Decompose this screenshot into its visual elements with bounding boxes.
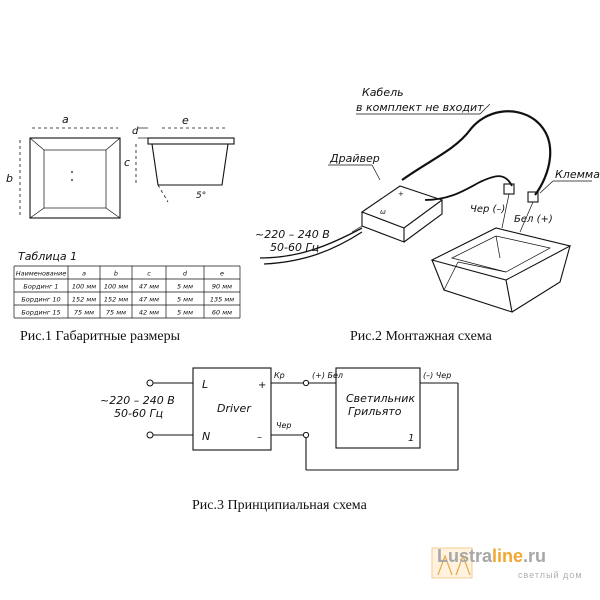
brand-ru: .ru — [523, 546, 546, 566]
fig2-frequency: 50-60 Гц — [270, 241, 319, 254]
dim-c-label: c — [124, 156, 130, 169]
angle-label: 5° — [196, 191, 206, 201]
table-cell: 47 мм — [139, 296, 159, 304]
plus-bel-label: (+) Бел — [312, 371, 343, 380]
fig3-voltage: ~220 – 240 В — [100, 394, 175, 407]
fig2-voltage: ~220 – 240 В — [255, 228, 330, 241]
table-cell: 75 мм — [74, 309, 94, 317]
brand-lustra: Lustra — [437, 546, 493, 566]
table-header-cell: e — [220, 270, 224, 278]
lamp-label-1: Светильник — [346, 392, 415, 405]
dim-a-label: a — [62, 113, 69, 126]
fig2-caption: Рис.2 Монтажная схема — [350, 329, 493, 344]
fig1-caption: Рис.1 Габаритные размеры — [20, 329, 181, 344]
svg-text:+: + — [398, 190, 404, 198]
lamp-label-2: Грильято — [348, 405, 402, 418]
driver-N: N — [202, 430, 210, 443]
brand-tagline: светлый дом — [518, 570, 583, 580]
lamp-number: 1 — [408, 433, 414, 444]
fig2-mounting: Кабель в комплект не входит Драйвер Клем… — [255, 86, 600, 313]
driver-plus: + — [258, 380, 266, 391]
table-header-cell: d — [183, 270, 188, 278]
table-cell: 135 мм — [210, 296, 234, 304]
cher-label: Чер — [276, 421, 291, 430]
driver-minus: – — [257, 432, 262, 443]
driver-title: Driver — [217, 402, 252, 415]
fig1-side-view: e d c 5° — [124, 114, 235, 203]
dim-d-label: d — [132, 126, 139, 137]
table-cell: Бординг 15 — [21, 309, 60, 317]
chandelier-logo-icon — [431, 547, 473, 579]
fig1-top-view: a b — [6, 113, 121, 219]
table-cell: 100 мм — [104, 283, 128, 291]
table-cell: 5 мм — [177, 283, 193, 291]
table-cell: 75 мм — [106, 309, 126, 317]
svg-text:ω: ω — [380, 208, 386, 216]
table-grid — [13, 265, 241, 319]
luminaire-box — [335, 367, 421, 449]
table-header-cell: Наименование — [16, 270, 67, 278]
table-cell: 5 мм — [177, 309, 193, 317]
black-wire-label: Чер (–) — [470, 204, 505, 215]
driver-label: Драйвер — [329, 152, 380, 165]
svg-text:Lustraline.ru: Lustraline.ru — [437, 546, 546, 566]
dim-e-label: e — [182, 114, 189, 127]
driver-box — [192, 367, 272, 451]
fig3-frequency: 50-60 Гц — [114, 407, 163, 420]
table-cell: 152 мм — [104, 296, 128, 304]
dim-b-label: b — [6, 172, 13, 185]
table-title: Таблица 1 — [18, 250, 77, 263]
minus-cher-label: (–) Чер — [423, 371, 451, 380]
table-cell: 152 мм — [72, 296, 96, 304]
clamp-label: Клемма — [555, 168, 600, 181]
table-header-cell: a — [82, 270, 86, 278]
table-cell: 42 мм — [139, 309, 159, 317]
kr-label: Кр — [274, 371, 285, 380]
table-cell: 47 мм — [139, 283, 159, 291]
fig3-caption: Рис.3 Принципиальная схема — [192, 498, 368, 513]
lustraline-watermark: Lustraline.ru светлый дом — [431, 546, 583, 580]
cable-label-1: Кабель — [362, 86, 404, 99]
table-cell: Бординг 10 — [21, 296, 60, 304]
table-cell: 100 мм — [72, 283, 96, 291]
table-cell: 60 мм — [212, 309, 232, 317]
table-cell: Бординг 1 — [23, 283, 58, 291]
table-header-cell: c — [147, 270, 151, 278]
table-cell: 90 мм — [212, 283, 232, 291]
white-wire-label: Бел (+) — [514, 214, 553, 225]
table-cell: 5 мм — [177, 296, 193, 304]
table-header-cell: b — [114, 270, 118, 278]
driver-L: L — [202, 378, 208, 391]
fig3-schematic: ~220 – 240 В 50-60 Гц L N Driver + – Кр … — [100, 367, 459, 471]
cable-label-2: в комплект не входит — [356, 101, 484, 114]
brand-line: line — [492, 546, 523, 566]
